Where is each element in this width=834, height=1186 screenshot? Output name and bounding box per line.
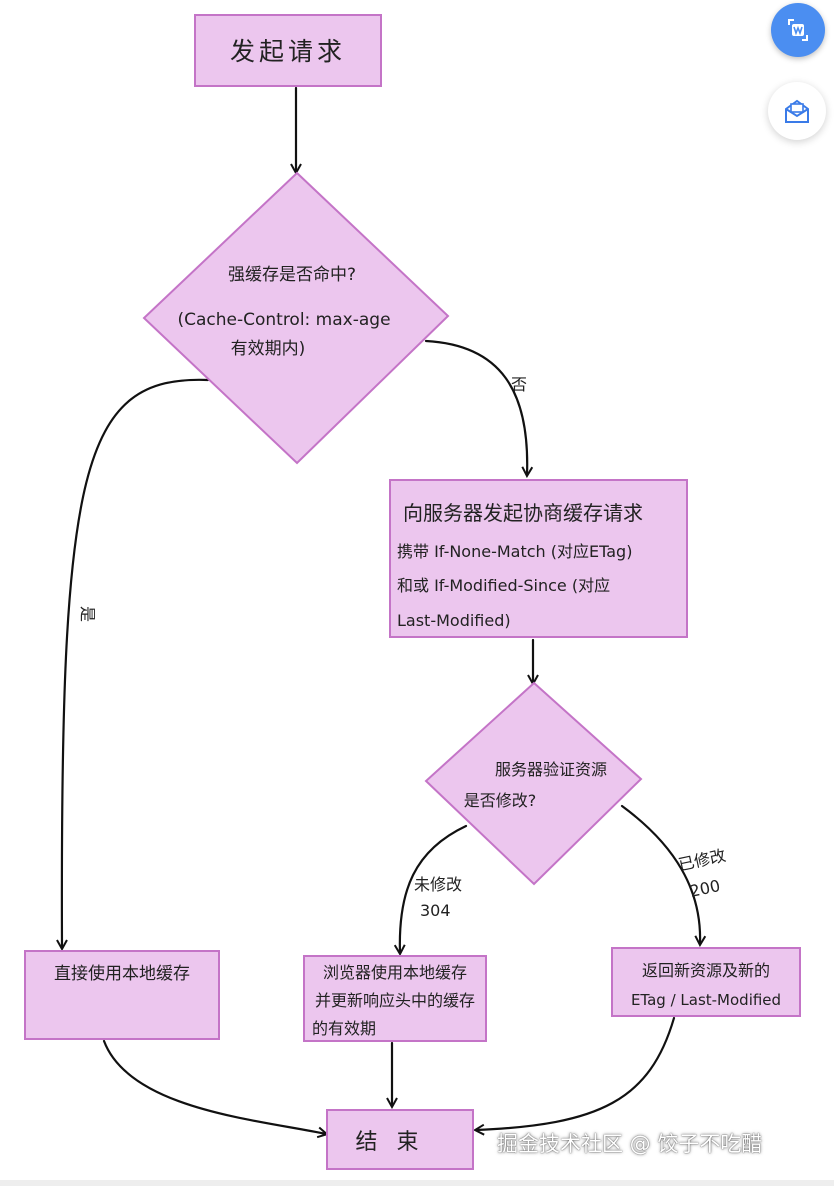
server-decision-line-1: 服务器验证资源 xyxy=(495,760,607,779)
edge-label-not-modified-2: 304 xyxy=(420,901,451,920)
edge-label-modified-1: 已修改 xyxy=(677,846,728,875)
edge-cache-yes xyxy=(62,378,210,948)
browser-cache-line-2: 并更新响应头中的缓存 xyxy=(315,991,475,1010)
use-local-cache-label: 直接使用本地缓存 xyxy=(54,963,190,984)
cache-decision-line-1: 强缓存是否命中? xyxy=(228,265,356,285)
translate-icon xyxy=(788,19,808,41)
browser-use-cache-node: 浏览器使用本地缓存 并更新响应头中的缓存 的有效期 xyxy=(303,955,487,1042)
edge-label-no: 否 xyxy=(511,375,527,394)
server-decision-node: 服务器验证资源 是否修改? xyxy=(424,681,643,886)
edge-label-modified-2: 200 xyxy=(688,876,722,901)
browser-cache-line-3: 的有效期 xyxy=(312,1019,376,1038)
edge-label-yes: 是 xyxy=(78,606,97,622)
cache-decision-line-3: 有效期内) xyxy=(231,339,306,359)
edge-label-not-modified-1: 未修改 xyxy=(414,875,462,894)
start-label: 发起请求 xyxy=(230,37,346,66)
edge-return-new-to-end xyxy=(476,1016,676,1130)
return-new-line-1: 返回新资源及新的 xyxy=(642,961,770,980)
browser-cache-line-1: 浏览器使用本地缓存 xyxy=(323,963,467,982)
edge-local-cache-to-end xyxy=(102,1039,326,1134)
cache-decision-node: 强缓存是否命中? (Cache-Control: max-age 有效期内) xyxy=(142,171,450,465)
return-new-line-2: ETag / Last-Modified xyxy=(631,991,781,1009)
server-decision-line-2: 是否修改? xyxy=(464,791,537,810)
mail-button[interactable] xyxy=(768,82,826,140)
watermark: 掘金技术社区 @ 饺子不吃醋 xyxy=(497,1132,763,1156)
negotiate-line-2: 携带 If-None-Match (对应ETag) xyxy=(397,542,632,561)
edge-cache-no xyxy=(424,339,527,475)
edge-modified xyxy=(620,804,700,944)
end-node: 结 束 xyxy=(326,1109,474,1170)
negotiate-line-3: 和或 If-Modified-Since (对应 xyxy=(397,576,610,595)
cache-decision-line-2: (Cache-Control: max-age xyxy=(177,310,390,330)
bottom-edge xyxy=(0,1180,834,1186)
edge-not-modified xyxy=(400,824,468,953)
negotiate-request-node: 向服务器发起协商缓存请求 携带 If-None-Match (对应ETag) 和… xyxy=(389,479,688,638)
use-local-cache-node: 直接使用本地缓存 xyxy=(24,950,220,1040)
negotiate-line-1: 向服务器发起协商缓存请求 xyxy=(403,501,643,525)
negotiate-line-4: Last-Modified) xyxy=(397,611,511,630)
end-label: 结 束 xyxy=(356,1130,425,1155)
return-new-node: 返回新资源及新的 ETag / Last-Modified xyxy=(611,947,801,1017)
start-node: 发起请求 xyxy=(194,14,382,87)
mail-icon xyxy=(785,99,809,123)
translate-button[interactable] xyxy=(771,3,825,57)
